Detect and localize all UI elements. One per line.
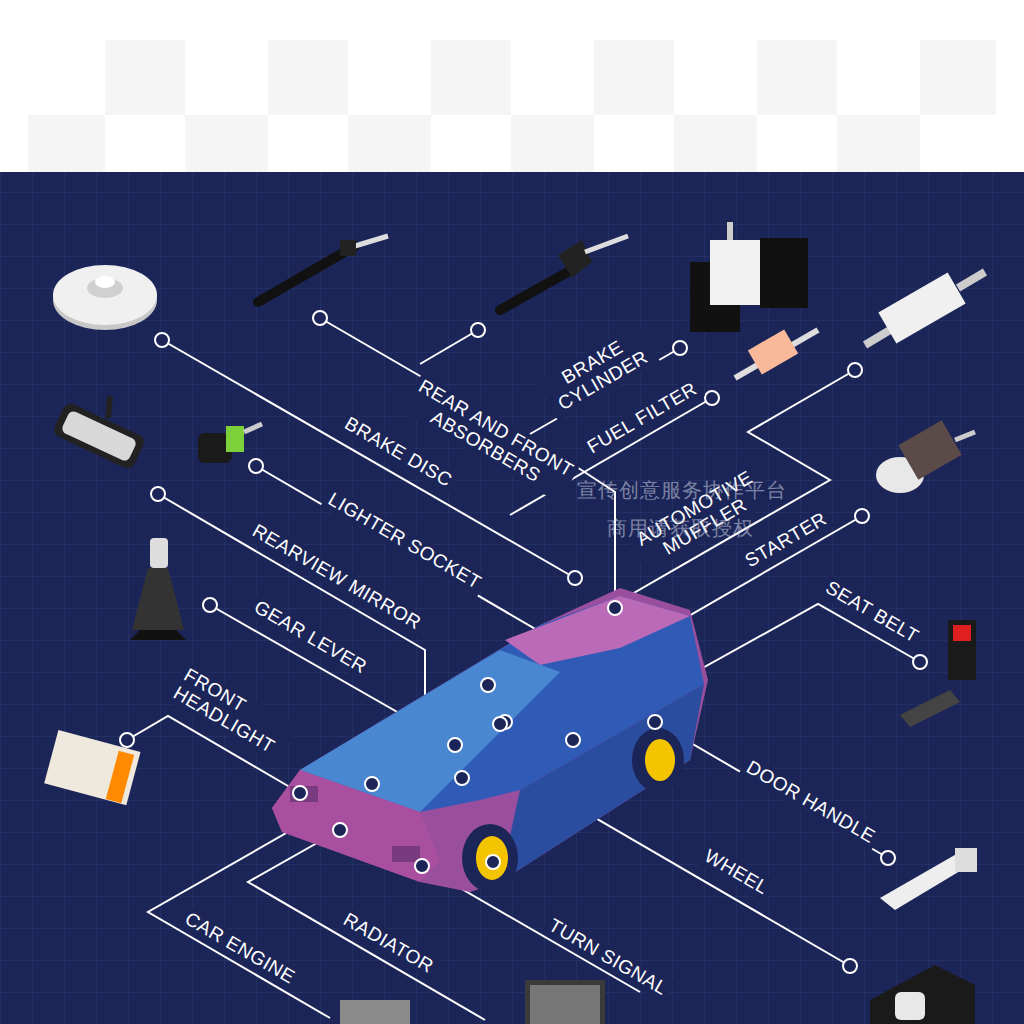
car-wheels	[462, 728, 684, 892]
checker-header	[0, 0, 1024, 172]
leader-dots	[120, 311, 927, 973]
car-body	[272, 588, 708, 892]
watermark: 商用请获取授权	[603, 516, 758, 540]
dark-background	[0, 172, 1024, 1024]
part-icons	[44, 222, 985, 1024]
part-label: WHEEL	[696, 843, 775, 902]
part-label: CAR ENGINE	[177, 905, 302, 990]
part-label: DOOR HANDLE	[738, 754, 882, 850]
leader-lines	[127, 318, 920, 1020]
part-label: FRONT HEADLIGHT	[166, 662, 299, 764]
watermark: 宣传创意服务协作平台	[573, 478, 791, 502]
part-label: TURN SIGNAL	[541, 912, 675, 1002]
part-label: STARTER	[738, 505, 835, 574]
part-label: RADIATOR	[335, 906, 440, 980]
part-label: GEAR LEVER	[246, 593, 374, 680]
part-label: SEAT BELT	[818, 574, 926, 650]
